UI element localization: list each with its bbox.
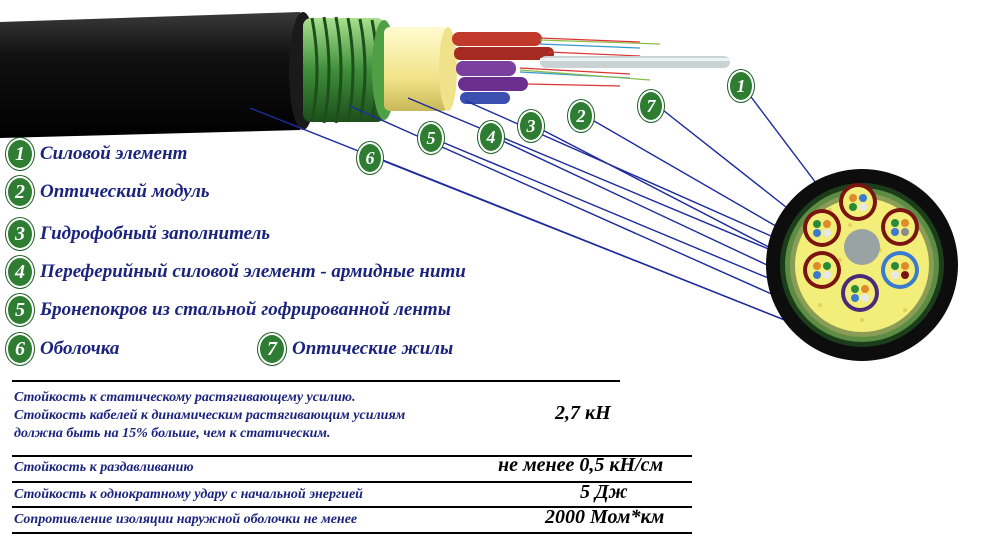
spec-tensile-line3: должна быть на 15% больше, чем к статиче… [14, 426, 331, 441]
legend-label: Переферийный силовой элемент - армидные … [40, 261, 466, 282]
sheath-body [0, 12, 317, 138]
callout-4: 4 [478, 121, 504, 153]
legend-label: Силовой элемент [40, 143, 188, 164]
spec-crush-value: не менее 0,5 кН/см [498, 454, 664, 476]
spec-tensile-line1: Стойкость к статическому растягивающему … [14, 390, 356, 405]
table-rule [12, 506, 692, 508]
legend-badge: 7 [258, 333, 286, 365]
callout-7: 7 [638, 90, 664, 122]
legend-label: Оболочка [40, 338, 120, 359]
table-rule [12, 532, 692, 534]
callout-5: 5 [418, 122, 444, 154]
armor-layer [303, 16, 396, 124]
legend-badge: 6 [6, 333, 34, 365]
spec-tensile-line2: Стойкость кабелей к динамическим растяги… [14, 408, 406, 423]
legend-item-4: 4 Переферийный силовой элемент - армидны… [6, 256, 466, 288]
spec-tensile-value: 2,7 кН [555, 402, 611, 424]
spec-crush-label: Стойкость к раздавливанию [14, 460, 194, 475]
legend-badge: 1 [6, 138, 34, 170]
spec-insulation-value: 2000 Мом*км [545, 506, 665, 528]
legend-badge: 2 [6, 176, 34, 208]
legend-item-6: 6 Оболочка [6, 333, 119, 365]
legend-label: Гидрофобный заполнитель [40, 223, 271, 244]
legend-label: Бронепокров из стальной гофрированной ле… [40, 299, 451, 320]
table-rule [12, 380, 620, 382]
legend-item-5: 5 Бронепокров из стальной гофрированной … [6, 294, 451, 326]
legend-item-3: 3 Гидрофобный заполнитель [6, 218, 270, 250]
callout-2: 2 [568, 100, 594, 132]
module-tubes [803, 183, 919, 312]
cross-section [766, 169, 958, 361]
legend-item-2: 2 Оптический модуль [6, 176, 210, 208]
spec-impact-value: 5 Дж [580, 481, 628, 503]
callout-6: 6 [357, 142, 383, 174]
callout-1: 1 [728, 70, 754, 102]
table-rule [12, 455, 692, 457]
table-rule [12, 481, 692, 483]
legend-label: Оптический модуль [40, 181, 210, 202]
aramid-layer [384, 27, 457, 111]
legend-badge: 4 [6, 256, 34, 288]
spec-impact-label: Стойкость к однократному удару с начальн… [14, 487, 363, 502]
callout-3: 3 [518, 110, 544, 142]
legend-item-1: 1 Силовой элемент [6, 138, 187, 170]
legend-item-7: 7 Оптические жилы [258, 333, 453, 365]
central-member-side [540, 56, 730, 68]
spec-insulation-label: Сопротивление изоляции наружной оболочки… [14, 512, 358, 527]
legend-label: Оптические жилы [292, 338, 454, 359]
legend-badge: 3 [6, 218, 34, 250]
legend-badge: 5 [6, 294, 34, 326]
